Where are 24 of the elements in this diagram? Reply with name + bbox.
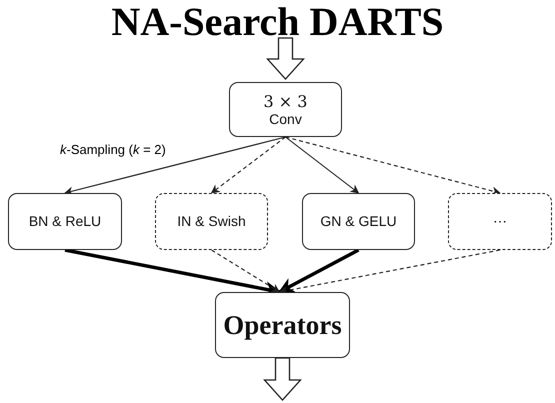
arrow — [278, 248, 360, 294]
node-text: ⋯ — [493, 213, 507, 230]
node-text: IN & Swish — [177, 213, 246, 230]
node-text: Conv — [269, 110, 302, 128]
sampling-label: k-Sampling (k = 2) — [60, 142, 166, 157]
arrow — [285, 136, 501, 196]
optional-operation-box — [155, 193, 268, 250]
hollow-arrow — [266, 37, 305, 80]
process-box — [215, 292, 350, 358]
arrow — [278, 249, 500, 295]
process-box — [302, 193, 415, 250]
node-text: Operators — [223, 308, 342, 342]
process-box — [229, 82, 342, 137]
node-text: 3 × 3 — [264, 92, 308, 111]
arrow — [210, 136, 286, 194]
diagram-title: NA-Search DARTS — [110, 0, 445, 45]
process-box — [8, 193, 122, 250]
arrow — [211, 250, 280, 292]
optional-operation-box — [448, 193, 552, 250]
node-text: GN & GELU — [320, 213, 397, 230]
hollow-arrow — [263, 357, 302, 401]
arrow — [64, 136, 286, 196]
arrow — [285, 136, 360, 194]
node-text: BN & ReLU — [28, 213, 102, 230]
